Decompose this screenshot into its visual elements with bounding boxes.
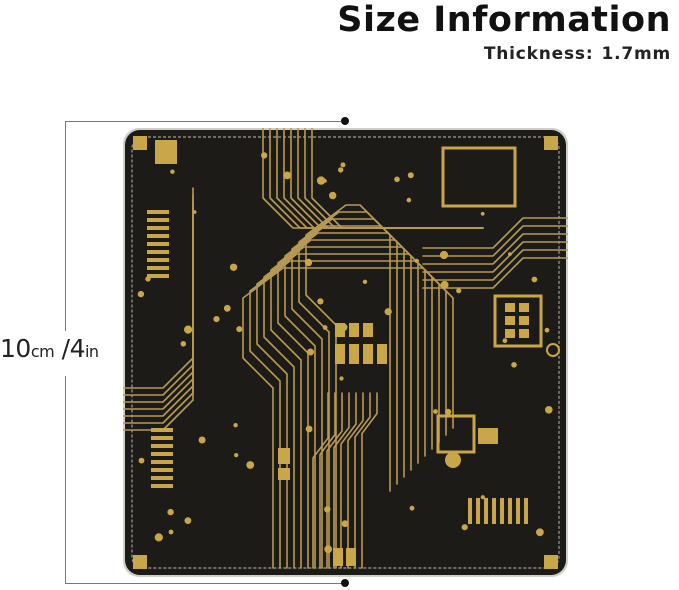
thickness-label: Thickness:	[483, 44, 594, 64]
circuit-board-coaster-image	[123, 128, 568, 577]
size-unit-metric: cm	[30, 342, 55, 361]
dimension-bottom-line	[65, 583, 345, 584]
page-title: Size Information	[337, 0, 671, 40]
size-unit-imperial: in	[84, 342, 99, 361]
size-value-metric: 10	[0, 334, 31, 363]
coaster-board	[125, 130, 566, 575]
dimension-vertical-line-bottom	[65, 376, 66, 583]
dimension-top-dot	[341, 117, 349, 125]
thickness-value: 1.7mm	[601, 44, 671, 64]
size-label: 10cm /4in	[0, 334, 99, 363]
size-separator: /	[54, 334, 70, 363]
dimension-top-line	[65, 121, 345, 122]
circuit-pattern	[123, 128, 568, 569]
dimension-bottom-dot	[341, 579, 349, 587]
size-value-imperial: 4	[69, 334, 86, 363]
thickness-info: Thickness: 1.7mm	[484, 44, 671, 64]
dimension-vertical-line-top	[65, 121, 66, 331]
